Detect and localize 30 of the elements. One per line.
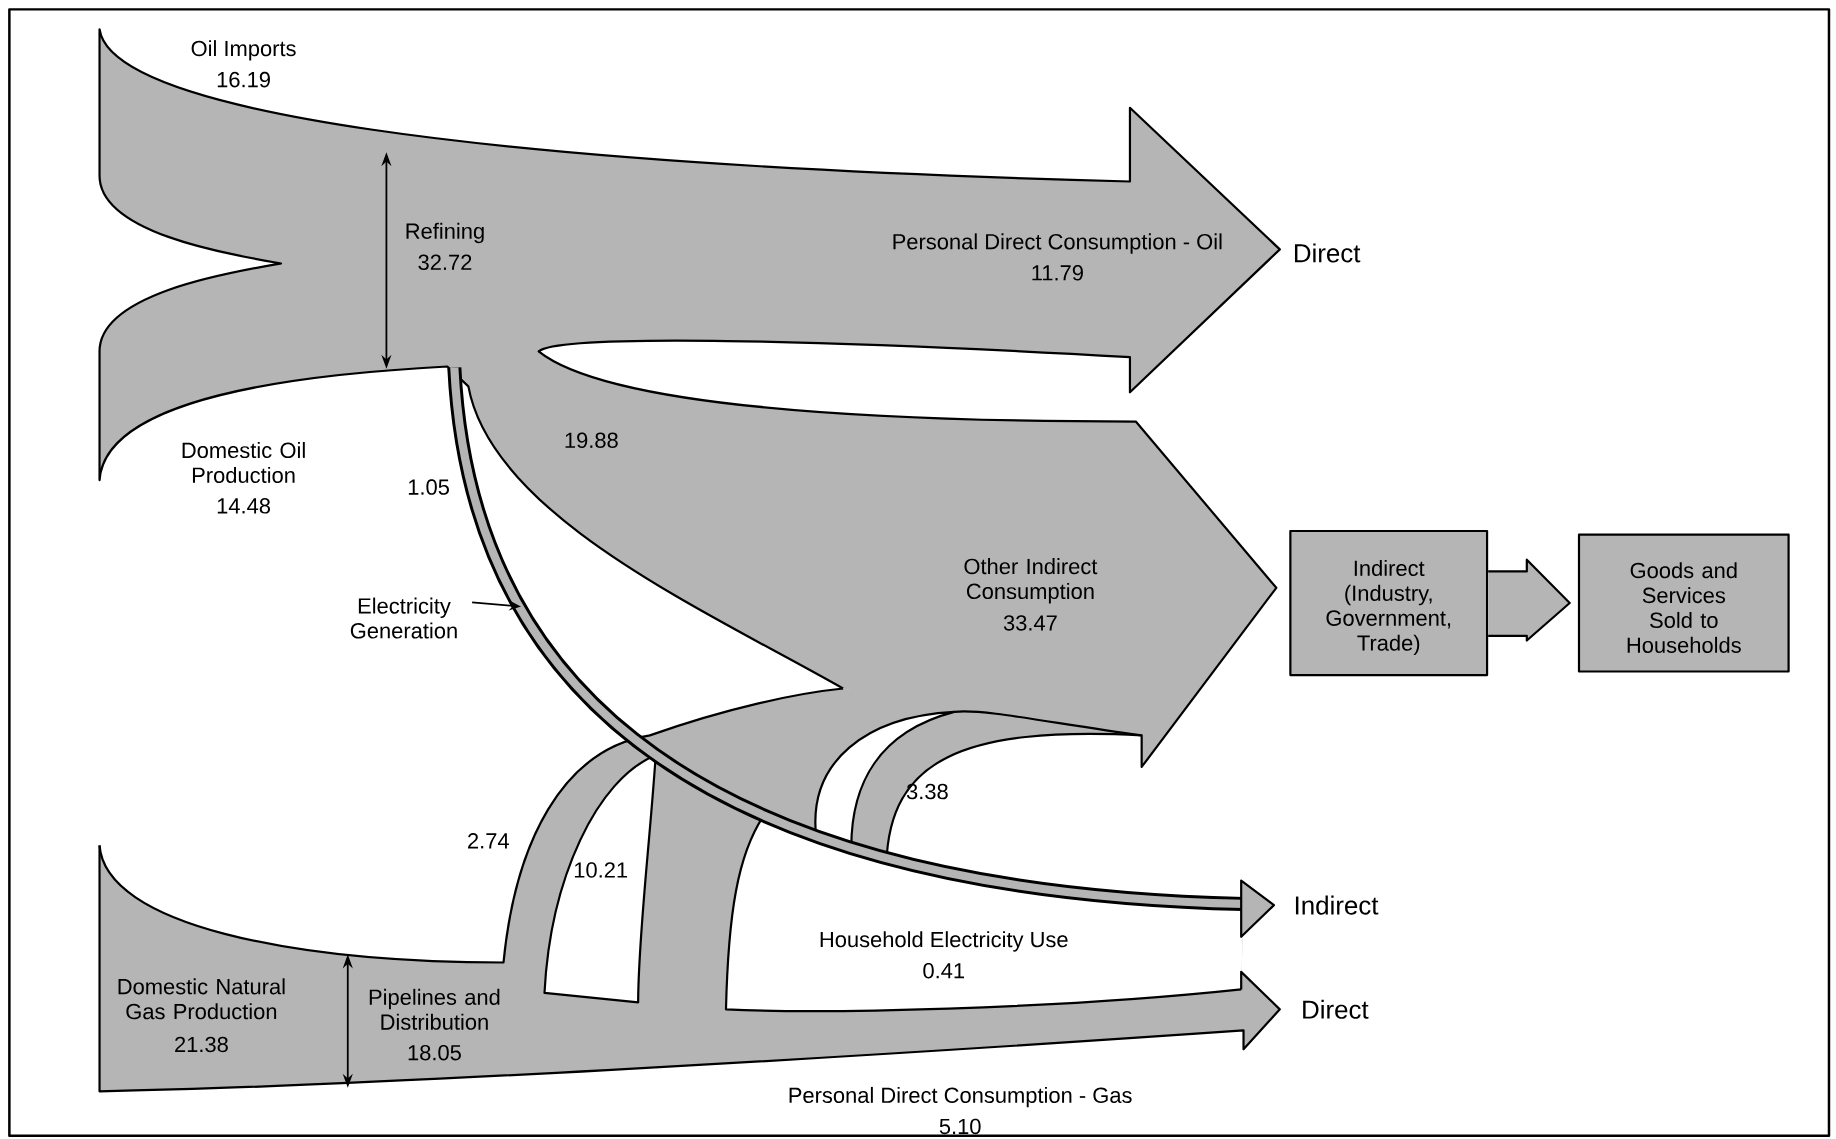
flow-label: Indirect [1295,895,1379,915]
flow-label: Direct [1303,999,1369,1019]
flow-label: 0.41 [923,962,965,979]
flow-label: 11.79 [1032,264,1083,281]
flow-label: Pipelines and Distribution [369,988,500,1030]
flow-label: 1.05 [408,479,449,495]
flow-label: 33.47 [1003,615,1057,631]
flow-label: 3.38 [906,783,948,800]
flow-label: 16.19 [217,71,270,88]
flow-label: Domestic Oil Production [182,441,305,483]
flow-label: 32.72 [418,254,472,270]
flow-label: Oil Imports [191,40,296,61]
flow-label: Personal Direct Consumption - Oil [893,233,1222,254]
flow-label: 18.05 [408,1044,461,1061]
flow-label: Refining [406,222,484,244]
flow-label: 10.21 [574,862,628,878]
flow-label: 21.38 [175,1036,228,1053]
flow-label: Other Indirect Consumption [964,557,1098,604]
flow-label: Direct [1294,243,1361,263]
flow-label: Household Electricity Use [820,931,1068,952]
process-box: Indirect (Industry, Government, Trade) [1289,529,1489,676]
node-text: Electricity Generation [350,597,457,639]
flow-label: 5.10 [939,1118,981,1135]
flow-label: Domestic Natural Gas Production [118,978,285,1020]
flow-label: 19.88 [565,432,618,448]
flow-label: Personal Direct Consumption - Gas [789,1086,1132,1108]
block-arrow [1487,558,1571,642]
process-box: Goods and Services Sold to Households [1577,533,1790,673]
flow-label: 2.74 [468,832,509,849]
flow-label: 14.48 [217,497,270,514]
